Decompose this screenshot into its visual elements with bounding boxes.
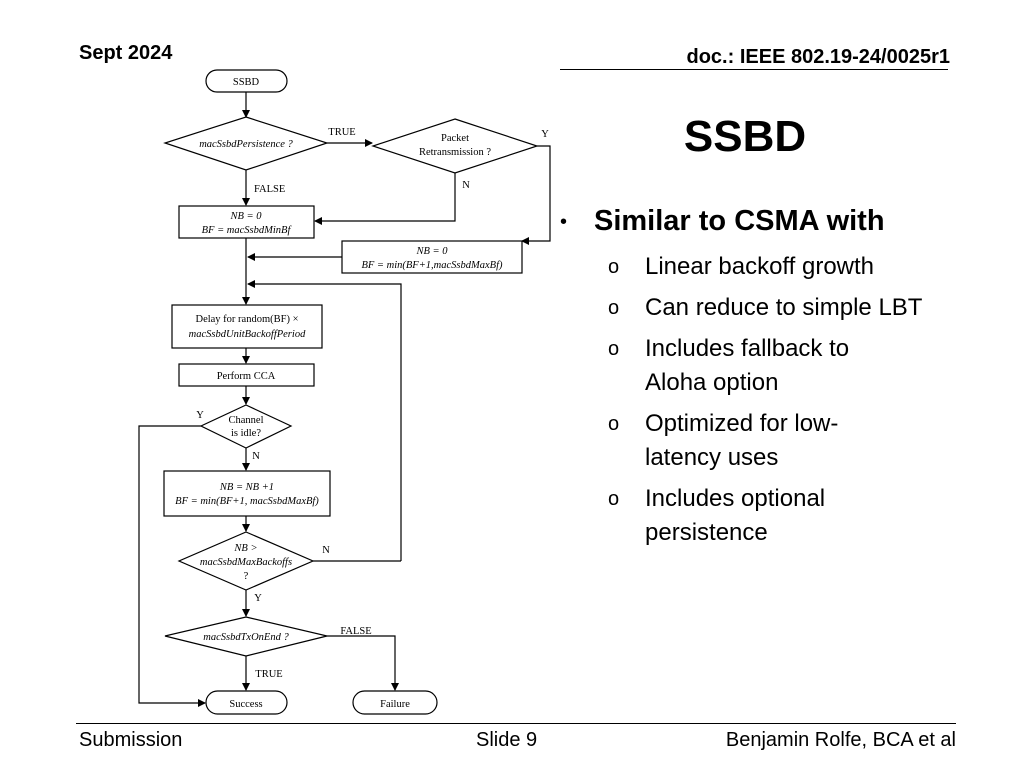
delay-line-1: Delay for random(BF) × bbox=[195, 314, 298, 325]
max-no-label: N bbox=[322, 545, 330, 556]
sub-bullet-text: Includes fallback to Aloha option bbox=[645, 335, 850, 396]
delay-line-2: macSsbdUnitBackoffPeriod bbox=[189, 329, 306, 340]
connector bbox=[314, 173, 456, 225]
yes-label: Y bbox=[541, 129, 549, 140]
sub-bullet-text: Can reduce to simple LBT bbox=[645, 294, 923, 321]
max-yes-label: Y bbox=[254, 593, 262, 604]
header-date: Sept 2024 bbox=[79, 42, 173, 64]
connector bbox=[327, 635, 399, 691]
no-label: N bbox=[462, 180, 470, 191]
init-min-line-2: BF = macSsbdMinBf bbox=[202, 225, 293, 236]
sub-bullet-marker: o bbox=[608, 413, 620, 435]
max-backoffs-line-3: ? bbox=[244, 571, 249, 582]
channel-idle-line-2: is idle? bbox=[231, 428, 261, 439]
footer-author: Benjamin Rolfe, BCA et al bbox=[725, 729, 956, 751]
header-doc-id: doc.: IEEE 802.19-24/0025r1 bbox=[686, 46, 951, 68]
sub-bullet-item: o Linear backoff growth bbox=[600, 250, 970, 284]
increment-line-2: BF = min(BF+1, macSsbdMaxBf) bbox=[175, 496, 319, 507]
increment-box bbox=[163, 470, 331, 517]
failure-label: Failure bbox=[380, 699, 410, 710]
channel-idle-decision bbox=[199, 404, 293, 449]
sub-bullet-text: Linear backoff growth bbox=[645, 253, 875, 280]
tx-false-label: FALSE bbox=[340, 626, 371, 637]
tx-on-end-label: macSsbdTxOnEnd ? bbox=[203, 632, 289, 643]
idle-no-label: N bbox=[252, 451, 260, 462]
footer-slide-number: Slide 9 bbox=[476, 729, 538, 751]
init-max-line-2: BF = min(BF+1,macSsbdMaxBf) bbox=[361, 260, 503, 271]
init-max-line-1: NB = 0 bbox=[415, 246, 448, 257]
retransmission-label-2: Retransmission ? bbox=[419, 147, 491, 158]
false-label: FALSE bbox=[254, 184, 285, 195]
sub-bullet-item: o Can reduce to simple LBT bbox=[600, 291, 970, 325]
sub-bullet-marker: o bbox=[608, 338, 620, 360]
connector bbox=[138, 425, 206, 707]
sub-bullet-item: o Optimized for low-latency uses bbox=[600, 407, 875, 475]
cca-label: Perform CCA bbox=[217, 371, 276, 382]
delay-box bbox=[171, 304, 323, 349]
sub-bullet-marker: o bbox=[608, 488, 620, 510]
true-label: TRUE bbox=[328, 127, 355, 138]
sub-bullet-item: o Includes fallback to Aloha option bbox=[600, 332, 895, 400]
start-label: SSBD bbox=[233, 77, 260, 88]
max-backoffs-line-2: macSsbdMaxBackoffs bbox=[200, 557, 292, 568]
sub-bullet-text: Optimized for low-latency uses bbox=[645, 410, 839, 471]
bullet-main-text: Similar to CSMA with bbox=[594, 205, 885, 237]
success-terminal bbox=[205, 690, 288, 715]
success-label: Success bbox=[229, 699, 262, 710]
footer-rule bbox=[76, 723, 956, 724]
bullet-marker: • bbox=[560, 211, 568, 233]
retransmission-decision bbox=[371, 118, 539, 174]
connector bbox=[521, 145, 551, 245]
sub-bullet-text: Includes optional persistence bbox=[645, 485, 826, 546]
init-min-line-1: NB = 0 bbox=[229, 211, 262, 222]
max-backoffs-line-1: NB > bbox=[233, 543, 257, 554]
connector bbox=[247, 280, 402, 561]
header-rule bbox=[560, 69, 948, 70]
increment-line-1: NB = NB +1 bbox=[219, 482, 274, 493]
persistence-label: macSsbdPersistence ? bbox=[199, 139, 293, 150]
retransmission-label-1: Packet bbox=[441, 133, 469, 144]
sub-bullet-marker: o bbox=[608, 256, 620, 278]
channel-idle-line-1: Channel bbox=[229, 415, 264, 426]
tx-true-label: TRUE bbox=[255, 669, 282, 680]
failure-terminal bbox=[352, 690, 438, 715]
idle-yes-label: Y bbox=[196, 410, 204, 421]
ssbd-flowchart: SSBD macSsbdPersistence ? TRUE FALSE Pac… bbox=[138, 69, 551, 715]
footer-submission: Submission bbox=[79, 729, 183, 751]
sub-bullet-marker: o bbox=[608, 297, 620, 319]
sub-bullet-item: o Includes optional persistence bbox=[600, 482, 895, 550]
slide-title: SSBD bbox=[683, 112, 807, 161]
